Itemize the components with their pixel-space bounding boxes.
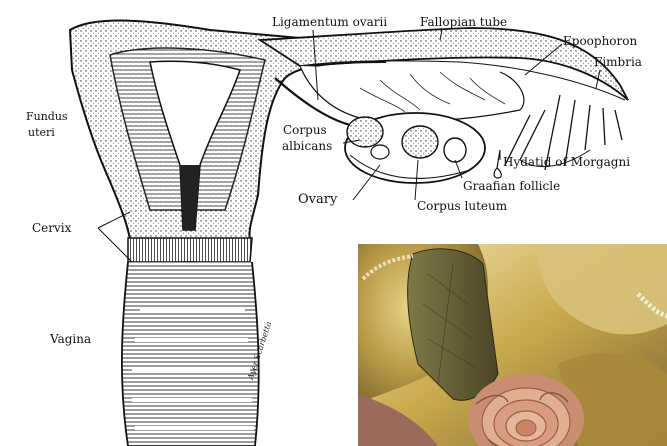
label-corpus-albicans-1: Corpus	[283, 124, 327, 137]
silk-rose-photo	[358, 244, 667, 446]
inset-photo	[358, 244, 667, 446]
label-graafian-follicle: Graafian follicle	[463, 180, 560, 193]
label-ovary: Ovary	[298, 193, 337, 206]
label-corpus-albicans-2: albicans	[282, 140, 332, 153]
label-fallopian-tube: Fallopian tube	[420, 16, 507, 29]
label-ligamentum-ovarii: Ligamentum ovarii	[272, 16, 387, 29]
label-fundus: Fundus	[26, 110, 68, 123]
label-cervix: Cervix	[32, 222, 71, 235]
vagina	[122, 262, 259, 446]
label-hydatid: Hydatid of Morgagni	[503, 156, 630, 169]
label-epoophoron: Epoophoron	[563, 35, 637, 48]
label-corpus-luteum: Corpus luteum	[417, 200, 507, 213]
label-uteri: uteri	[28, 126, 55, 139]
label-vagina: Vagina	[50, 333, 91, 346]
label-fimbria: Fimbria	[594, 56, 642, 69]
